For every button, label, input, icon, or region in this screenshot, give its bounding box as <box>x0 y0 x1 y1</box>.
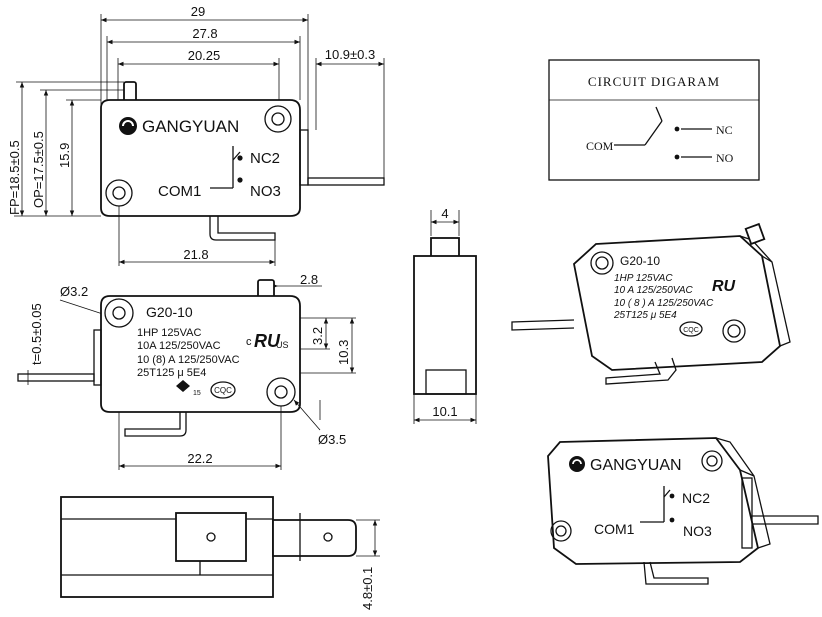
ul-us: US <box>276 340 289 350</box>
dim-op: OP=17.5±0.5 <box>31 131 46 208</box>
gangyuan-logo-icon <box>119 117 137 135</box>
cqc-text: CQC <box>214 386 232 395</box>
dim-3-2: 3.2 <box>310 327 325 345</box>
iso-rating-3: 10 ( 8 ) A 125/250VAC <box>614 298 714 309</box>
ul-mark-icon: RU <box>254 331 281 351</box>
iso-no3: NO3 <box>683 523 712 539</box>
iso-brand-name: GANGYUAN <box>590 457 682 474</box>
dim-29: 29 <box>191 4 205 19</box>
circuit-diagram: CIRCUIT DIGARAM COM NC NO <box>548 59 760 181</box>
model-label: G20-10 <box>146 304 193 320</box>
dim-d3-5: Ø3.5 <box>318 432 346 447</box>
dim-d3-2: Ø3.2 <box>60 284 88 299</box>
cqc-mark-icon <box>176 380 190 392</box>
iso-label-view: G20-10 1HP 125VAC 10 A 125/250VAC 10 ( 8… <box>511 222 791 385</box>
iso-model: G20-10 <box>620 254 660 268</box>
iso-ul-mark-icon: RU <box>712 278 736 295</box>
dim-15-9: 15.9 <box>57 143 72 168</box>
rating-1: 1HP 125VAC <box>137 327 201 339</box>
com1-label: COM1 <box>158 183 201 200</box>
end-view: 4 10.1 <box>413 206 477 424</box>
dim-27-8: 27.8 <box>192 26 217 41</box>
circuit-nc: NC <box>716 123 733 137</box>
circuit-title: CIRCUIT DIGARAM <box>588 74 720 89</box>
rating-3: 10 (8) A 125/250VAC <box>137 354 240 366</box>
rating-2: 10A 125/250VAC <box>137 340 221 352</box>
label-view: Ø3.2 2.8 G20-10 1HP 125VAC 10A 125/250VA… <box>17 272 356 470</box>
circuit-no: NO <box>716 151 734 165</box>
side-view: 4.8±0.1 <box>60 496 380 610</box>
dim-4-8: 4.8±0.1 <box>360 567 375 610</box>
dim-20-25: 20.25 <box>188 48 221 63</box>
dim-2-8: 2.8 <box>300 272 318 287</box>
iso-com1: COM1 <box>594 521 635 537</box>
brand-name: GANGYUAN <box>142 117 239 136</box>
dim-4: 4 <box>441 206 448 221</box>
dim-21-8: 21.8 <box>183 247 208 262</box>
cqc-num: 15 <box>193 390 201 397</box>
dim-10-1: 10.1 <box>432 404 457 419</box>
iso-nc2: NC2 <box>682 490 710 506</box>
top-view: 29 27.8 20.25 10.9±0.3 GANGYUAN <box>7 4 385 266</box>
iso-rating-1: 1HP 125VAC <box>614 273 673 284</box>
rating-4: 25T125 μ 5E4 <box>137 367 206 379</box>
dim-fp: FP=18.5±0.5 <box>7 140 22 215</box>
dim-10-3: 10.3 <box>336 340 351 365</box>
dim-22-2: 22.2 <box>187 451 212 466</box>
iso-gangyuan-logo-icon <box>569 456 585 472</box>
nc2-label: NC2 <box>250 150 280 167</box>
iso-cqc: CQC <box>683 327 699 334</box>
iso-brand-view: GANGYUAN NC2 COM1 NO3 <box>547 437 819 585</box>
iso-rating-2: 10 A 125/250VAC <box>614 285 694 296</box>
dim-t: t=0.5±0.05 <box>29 303 44 365</box>
dim-10-9: 10.9±0.3 <box>325 47 376 62</box>
no3-label: NO3 <box>250 183 281 200</box>
iso-rating-4: 25T125 μ 5E4 <box>613 310 677 321</box>
circuit-com: COM <box>586 139 614 153</box>
ul-c: c <box>246 336 252 348</box>
